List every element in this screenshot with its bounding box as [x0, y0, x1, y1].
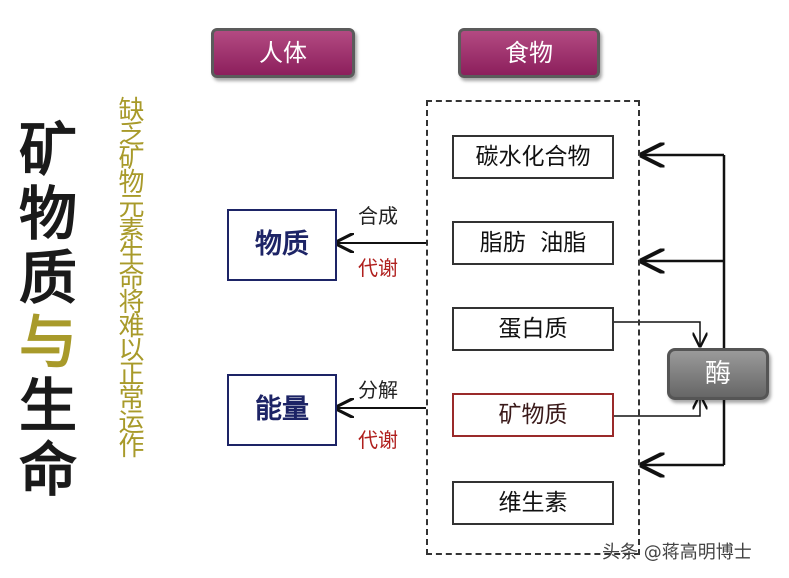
watermark: 头条 @蒋高明博士: [602, 542, 752, 563]
main-title: 矿 物 质 与 生 命: [14, 118, 82, 502]
title-char-3: 质: [18, 244, 77, 312]
food-group-border: [426, 100, 640, 555]
decompose-label: 分解: [358, 378, 398, 402]
food-vitamins: 维生素: [452, 481, 614, 525]
arrow-mineral-to-enzyme: [612, 396, 700, 417]
metabolism-label-bottom: 代谢: [358, 428, 398, 452]
body-header: 人体: [211, 28, 355, 78]
enzyme-box: 酶: [667, 348, 769, 400]
arrow-protein-to-enzyme: [612, 321, 700, 346]
energy-box: 能量: [227, 374, 337, 446]
food-minerals: 矿物质: [452, 393, 614, 437]
title-char-4: 与: [18, 308, 77, 376]
title-char-1: 矿: [18, 116, 77, 184]
title-char-5: 生: [18, 372, 77, 440]
subtitle: 缺乏矿物元素生命将难以正常运作: [114, 96, 144, 456]
matter-box: 物质: [227, 209, 337, 281]
title-char-2: 物: [18, 180, 77, 248]
food-carbohydrates: 碳水化合物: [452, 135, 614, 179]
synthesis-label: 合成: [358, 204, 398, 228]
food-protein: 蛋白质: [452, 307, 614, 351]
food-header: 食物: [458, 28, 600, 78]
metabolism-label-top: 代谢: [358, 256, 398, 280]
title-char-6: 命: [18, 436, 77, 504]
food-fats: 脂肪 油脂: [452, 221, 614, 265]
